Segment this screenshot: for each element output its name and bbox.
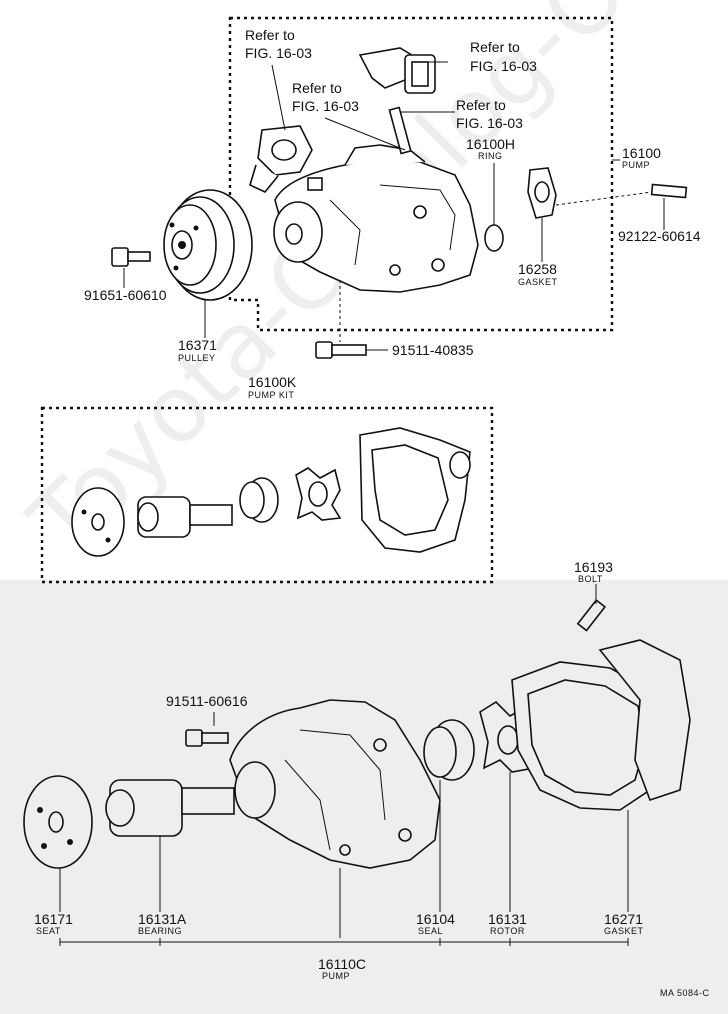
seal-16104-number: 16104 bbox=[416, 911, 455, 927]
ref1-line1: Refer to bbox=[245, 27, 295, 43]
ref2-line1: Refer to bbox=[470, 39, 520, 55]
seal-16104[interactable] bbox=[423, 719, 475, 781]
kit-bearing bbox=[137, 496, 233, 538]
pump-kit-16100K-number: 16100K bbox=[248, 374, 297, 390]
pulley-16371-number: 16371 bbox=[178, 337, 217, 353]
ref3-line1: Refer to bbox=[292, 80, 342, 96]
stud-dash-line bbox=[555, 191, 653, 206]
bolt-91511-40835[interactable] bbox=[315, 341, 367, 359]
pump-16100-number: 16100 bbox=[622, 145, 661, 161]
ref2-line2: FIG. 16-03 bbox=[470, 58, 537, 74]
rotor-16131-number: 16131 bbox=[488, 911, 527, 927]
stud-92122-60614[interactable] bbox=[650, 183, 688, 199]
ref1-leader bbox=[271, 64, 286, 131]
ref3-line2: FIG. 16-03 bbox=[292, 98, 359, 114]
bolt-91511-60616[interactable] bbox=[185, 729, 229, 747]
bolt-16193[interactable] bbox=[576, 598, 607, 632]
kit-rotor bbox=[295, 467, 342, 521]
rotor-16131-name: ROTOR bbox=[490, 926, 525, 936]
kit-seal bbox=[239, 477, 279, 523]
seat-16171-number: 16171 bbox=[34, 911, 73, 927]
gasket-16271[interactable] bbox=[511, 639, 691, 811]
gasket-16271-number: 16271 bbox=[604, 911, 643, 927]
seat-16171-name: SEAT bbox=[36, 926, 61, 936]
pulley-16371-name: PULLEY bbox=[178, 353, 216, 363]
bolt-91511-40835-number: 91511-40835 bbox=[392, 342, 474, 358]
bearing-16131A[interactable] bbox=[105, 779, 235, 837]
pump-16100-name: PUMP bbox=[622, 160, 650, 170]
bolt-91511-60616-number: 91511-60616 bbox=[166, 693, 248, 709]
pump-16110C-number: 16110C bbox=[318, 956, 366, 972]
pipe-fitting bbox=[358, 47, 436, 155]
bolt-91651-number: 91651-60610 bbox=[84, 287, 167, 303]
pump-body-16110C[interactable] bbox=[229, 699, 441, 869]
bearing-16131A-number: 16131A bbox=[138, 911, 187, 927]
drawing-code: MA 5084-C bbox=[660, 988, 710, 998]
ring-16100H-number: 16100H bbox=[466, 136, 515, 152]
bolt-91651-60610[interactable] bbox=[111, 247, 151, 267]
bolt-16193-number: 16193 bbox=[574, 559, 613, 575]
bracket-ticks bbox=[59, 938, 629, 946]
pump-kit-boundary bbox=[40, 406, 494, 584]
gasket-16258[interactable] bbox=[527, 167, 557, 219]
kit-gasket bbox=[359, 427, 471, 553]
pump-body-16100[interactable] bbox=[273, 144, 479, 293]
gasket-16258-number: 16258 bbox=[518, 261, 557, 277]
bolt-16193-name: BOLT bbox=[578, 574, 603, 584]
ref4-line1: Refer to bbox=[456, 97, 506, 113]
stud-92122-number: 92122-60614 bbox=[618, 228, 701, 244]
bearing-16131A-name: BEARING bbox=[138, 926, 182, 936]
pump-assembly-boundary bbox=[228, 16, 614, 332]
seal-16104-name: SEAL bbox=[418, 926, 443, 936]
ref4-line2: FIG. 16-03 bbox=[456, 115, 523, 131]
pulley-16371[interactable] bbox=[163, 189, 253, 301]
ref3-leader bbox=[324, 117, 406, 151]
gasket-16271-name: GASKET bbox=[604, 926, 644, 936]
gasket-16258-name: GASKET bbox=[518, 277, 558, 287]
ref1-line2: FIG. 16-03 bbox=[245, 45, 312, 61]
outlet-fitting bbox=[249, 125, 313, 193]
ring-16100H[interactable] bbox=[484, 224, 504, 252]
seat-16171[interactable] bbox=[23, 775, 93, 869]
kit-seat bbox=[71, 487, 125, 557]
ring-16100H-name: RING bbox=[478, 151, 503, 161]
pump-kit-16100K-name: PUMP KIT bbox=[248, 390, 294, 400]
pump-16110C-name: PUMP bbox=[322, 971, 350, 981]
